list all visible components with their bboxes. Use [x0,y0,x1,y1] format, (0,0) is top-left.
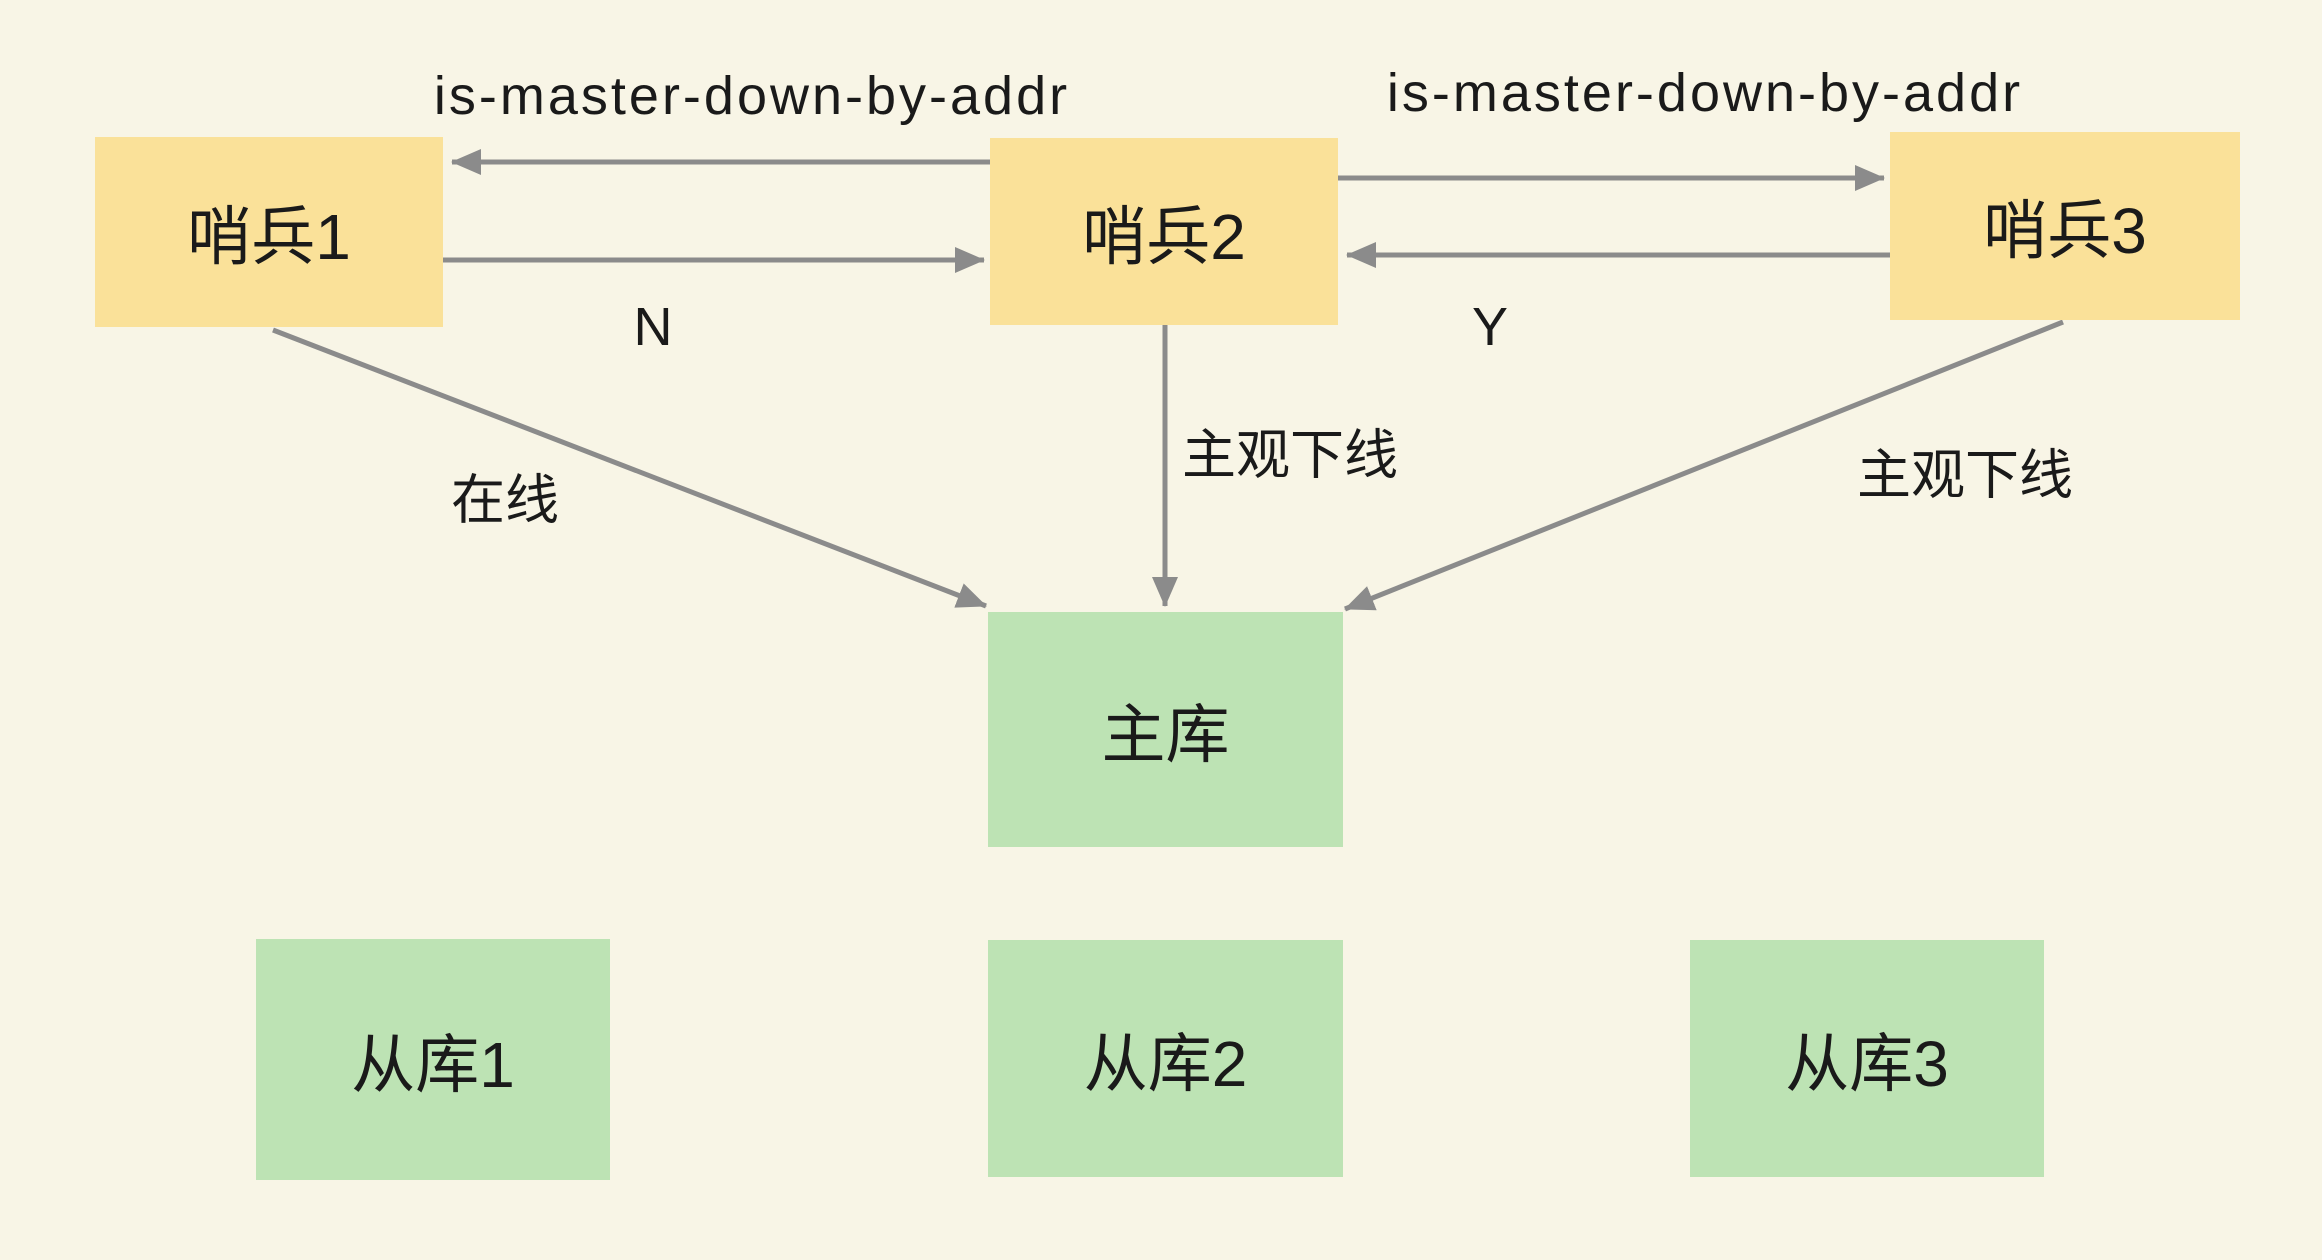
label-sdown-left: 主观下线 [1182,425,1398,486]
edge-sentinel1-master [272,327,987,609]
node-label-slave2: 从库2 [1083,1027,1248,1100]
label-n-result: N [633,297,673,357]
label-is-master-down-left: is-master-down-by-addr [433,66,1071,126]
node-label-sentinel3: 哨兵3 [1983,195,2147,267]
label-sdown-right: 主观下线 [1857,445,2073,506]
node-label-master: 主库 [1101,698,1230,771]
node-sentinel2: 哨兵2 [990,138,1338,325]
node-label-slave1: 从库1 [351,1028,515,1101]
node-label-sentinel1: 哨兵1 [187,201,351,273]
label-is-master-down-right: is-master-down-by-addr [1386,63,2024,123]
node-label-slave3: 从库3 [1785,1027,1949,1100]
node-master: 主库 [988,612,1343,847]
node-label-sentinel2: 哨兵2 [1082,200,1246,273]
node-slave1: 从库1 [256,939,610,1180]
node-slave3: 从库3 [1690,940,2044,1177]
node-slave2: 从库2 [988,940,1343,1177]
label-online: 在线 [451,470,559,531]
node-sentinel3: 哨兵3 [1890,132,2240,320]
label-y-result: Y [1471,297,1509,357]
node-sentinel1: 哨兵1 [95,137,443,327]
